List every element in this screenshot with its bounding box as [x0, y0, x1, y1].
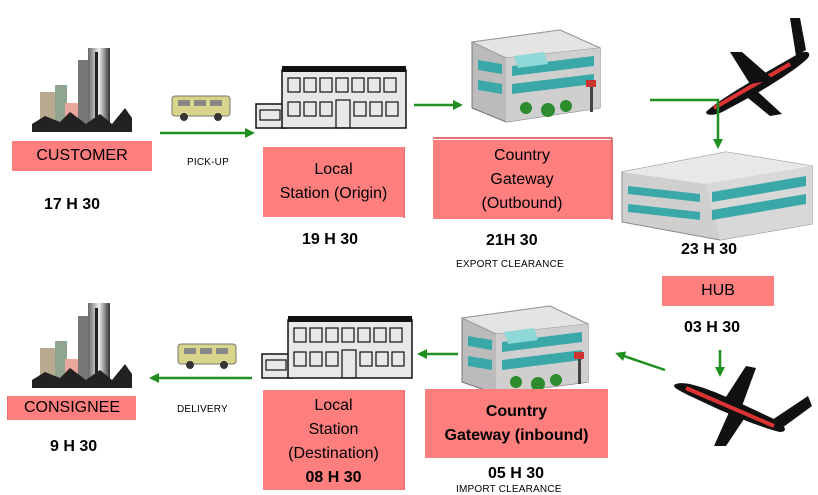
inbound-gateway-label: Country Gateway (inbound) — [444, 402, 589, 444]
airplane-icon-departure — [706, 18, 810, 116]
airplane-icon-arrival — [673, 366, 812, 446]
customer-time: 17 H 30 — [44, 196, 101, 213]
outbound-time: 21H 30 — [486, 232, 538, 249]
import-clearance-label: IMPORT CLEARANCE — [456, 484, 562, 495]
van-icon-delivery — [177, 343, 237, 369]
destination-station-label: Local Station (Destination) — [288, 397, 379, 462]
export-clearance-label: EXPORT CLEARANCE — [456, 259, 564, 270]
gateway-building-icon-outbound — [470, 29, 602, 123]
customer-node: CUSTOMER — [12, 141, 152, 171]
station-building-icon-destination — [261, 316, 413, 379]
pickup-label: PICK-UP — [187, 157, 229, 168]
van-icon-pickup — [171, 95, 231, 121]
consignee-node: CONSIGNEE — [8, 396, 136, 420]
customer-label: CUSTOMER — [36, 147, 128, 164]
delivery-label: DELIVERY — [177, 404, 228, 415]
hub-time-in: 23 H 30 — [681, 241, 738, 258]
destination-time: 08 H 30 — [305, 469, 362, 486]
inbound-gateway-node: Country Gateway (inbound) — [425, 389, 608, 458]
outbound-gateway-label: Country Gateway (Outbound) — [481, 146, 563, 212]
consignee-label: CONSIGNEE — [23, 399, 120, 416]
hub-label: HUB — [701, 282, 735, 299]
gateway-building-icon-inbound — [460, 305, 590, 395]
outbound-gateway-node: Country Gateway (Outbound) — [433, 140, 611, 219]
origin-time: 19 H 30 — [302, 231, 359, 248]
inbound-time: 05 H 30 — [488, 465, 545, 482]
destination-station-node: Local Station (Destination) 08 H 30 — [263, 390, 404, 490]
hub-building-icon — [621, 151, 813, 241]
hub-time-out: 03 H 30 — [684, 319, 741, 336]
arrow-arrival-to-inbound — [615, 351, 666, 372]
hub-node: HUB — [662, 276, 774, 306]
origin-station-node: Local Station (Origin) — [263, 147, 404, 217]
city-icon-consignee — [32, 303, 132, 388]
consignee-time: 9 H 30 — [50, 438, 98, 455]
origin-station-label: Local Station (Origin) — [279, 161, 388, 202]
arrow-outbound-to-hub — [650, 98, 723, 149]
city-icon-customer — [32, 48, 132, 132]
station-building-icon-origin — [255, 66, 407, 129]
